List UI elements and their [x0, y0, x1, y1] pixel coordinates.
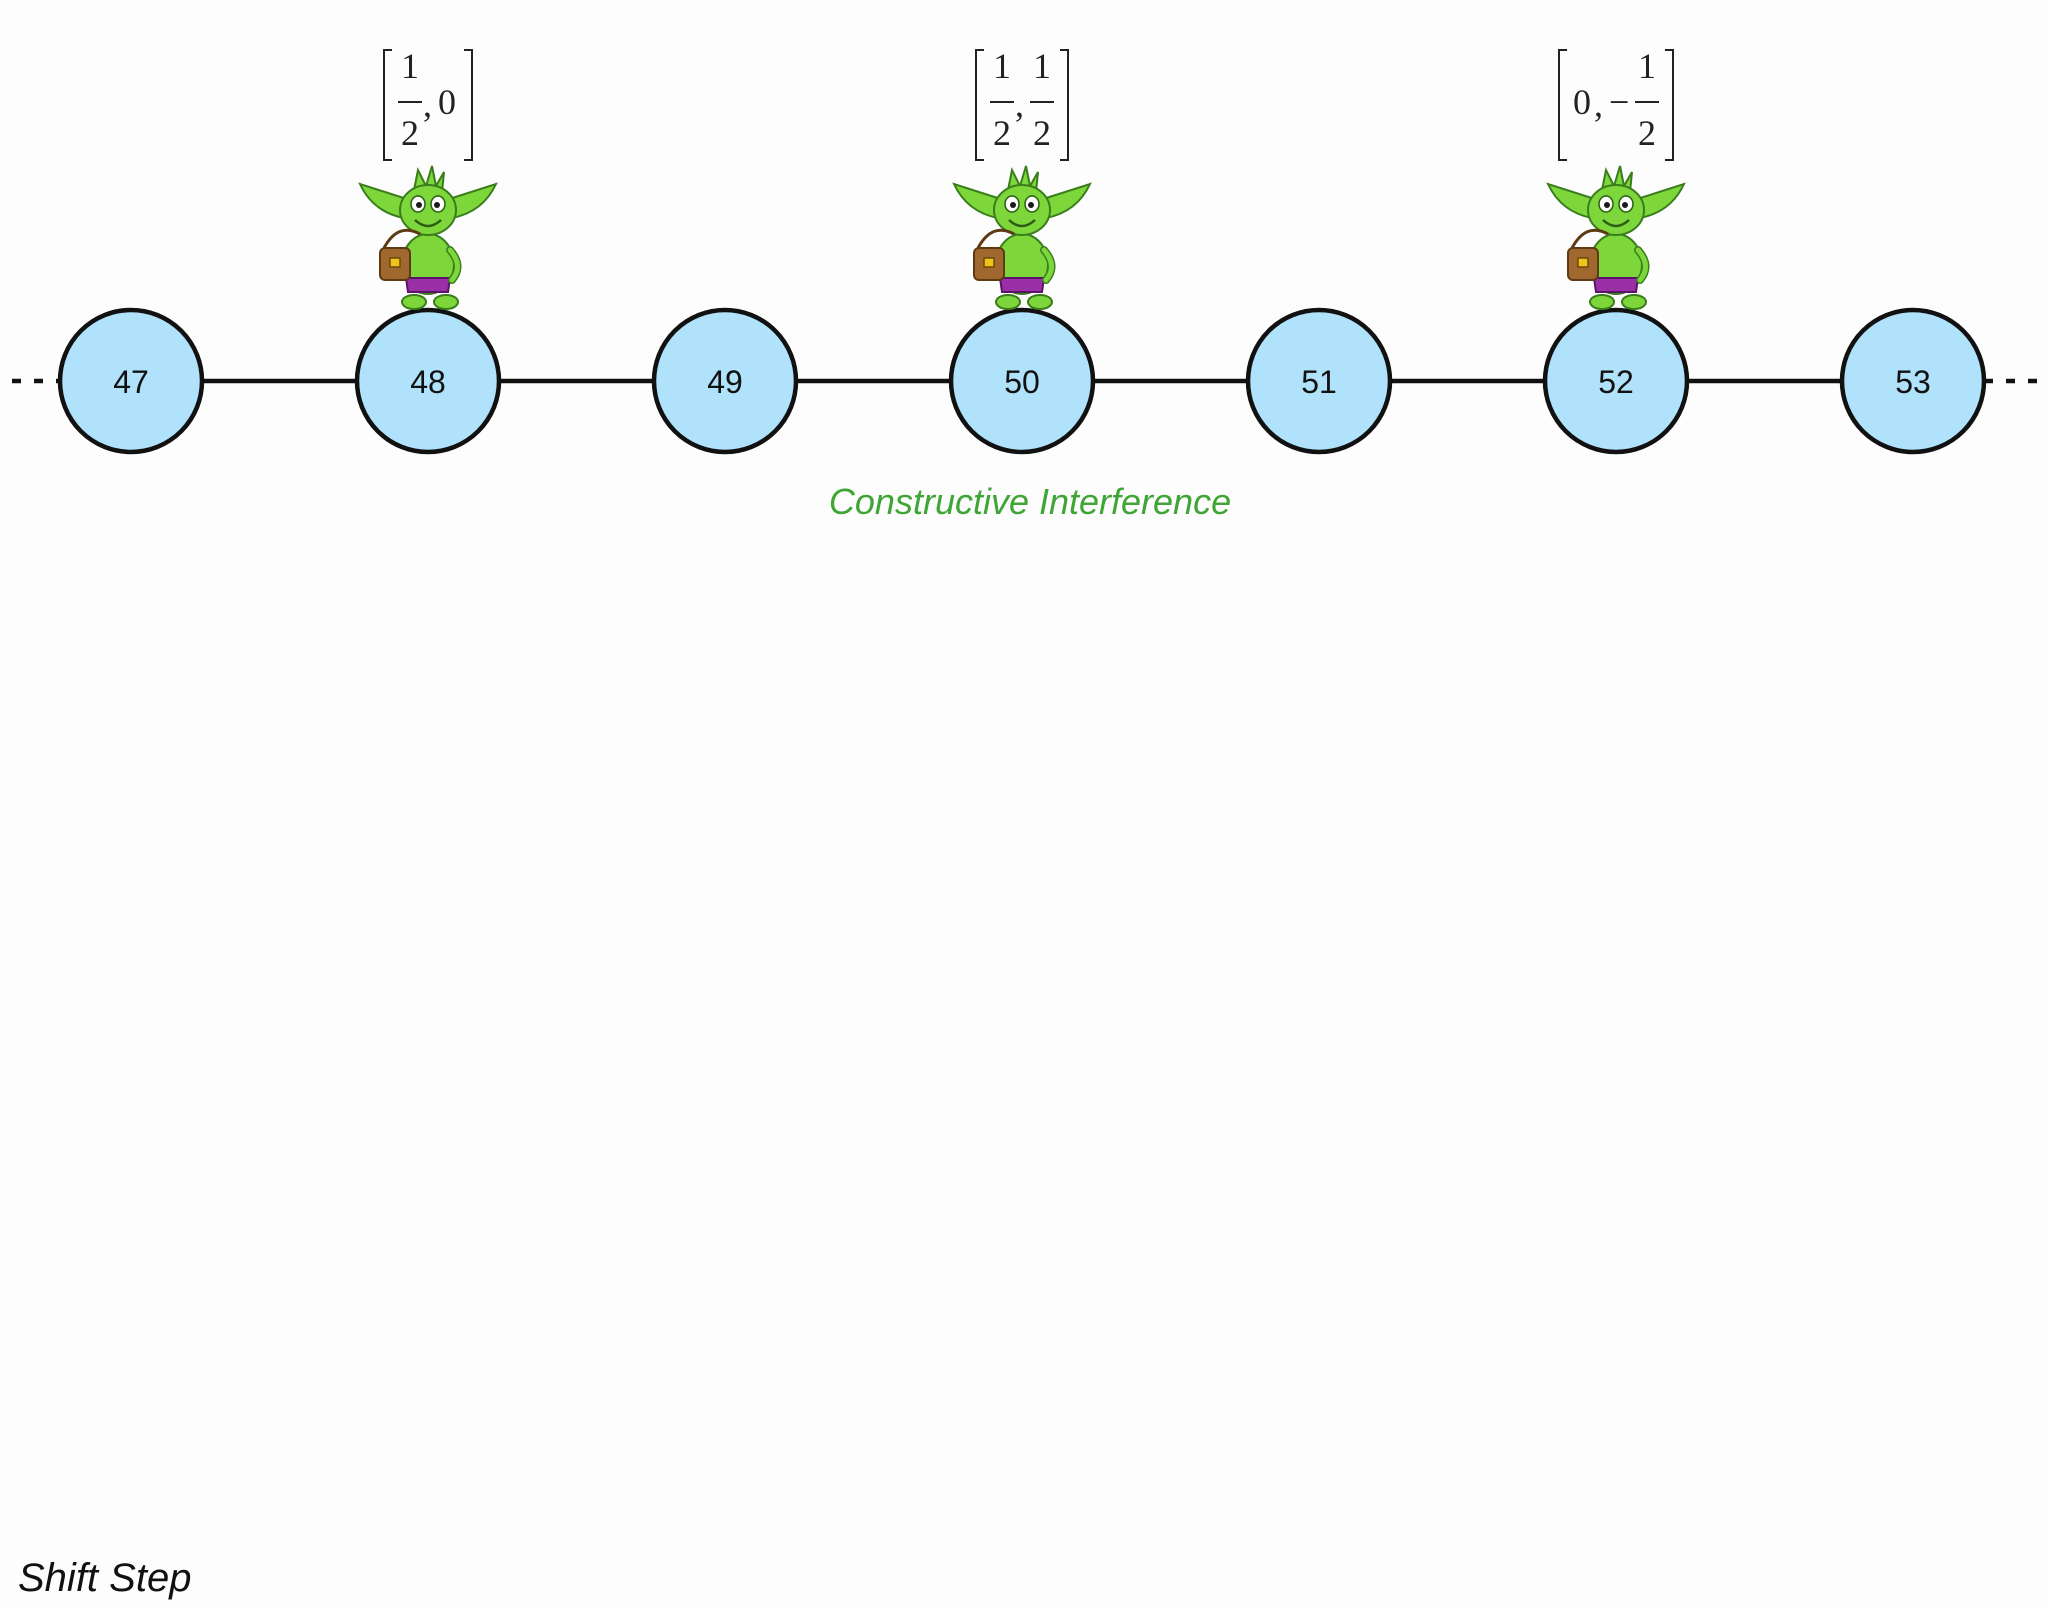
goblin-mascot-icon	[1548, 166, 1684, 309]
goblin-mascot-icon	[360, 166, 496, 309]
node-label: 51	[1301, 364, 1337, 400]
fraction-denominator: 2	[401, 113, 419, 153]
amplitude-label-50: 12,12	[975, 46, 1069, 161]
right-bracket	[1060, 49, 1069, 161]
node-49: 49	[651, 307, 799, 455]
walkers	[360, 166, 1684, 309]
fraction-denominator: 2	[1638, 113, 1656, 153]
left-bracket	[383, 49, 392, 161]
node-circle	[651, 307, 799, 455]
fraction-numerator: 1	[401, 46, 419, 86]
node-52: 52	[1542, 307, 1690, 455]
node-circle	[948, 307, 1096, 455]
minus-sign: −	[1609, 82, 1629, 122]
fraction-numerator: 1	[993, 46, 1011, 86]
node-label: 48	[410, 364, 446, 400]
comma: ,	[423, 84, 432, 124]
node-48: 48	[354, 307, 502, 455]
amplitude-value: 0	[438, 82, 456, 122]
comma: ,	[1594, 84, 1603, 124]
node-label: 50	[1004, 364, 1040, 400]
node-50: 50	[948, 307, 1096, 455]
node-circle	[1245, 307, 1393, 455]
fraction-numerator: 1	[1033, 46, 1051, 86]
fraction-denominator: 2	[993, 113, 1011, 153]
node-circle	[1542, 307, 1690, 455]
nodes: 47 48 49 50 51 52 53	[57, 307, 1987, 455]
node-label: 49	[707, 364, 743, 400]
node-circle	[354, 307, 502, 455]
right-bracket	[464, 49, 473, 161]
step-label: Shift Step	[18, 1556, 191, 1600]
amplitude-value: 0	[1573, 82, 1591, 122]
amplitude-labels: 12,012,120,−12	[383, 46, 1674, 161]
amplitude-label-52: 0,−1 2	[1558, 46, 1674, 161]
node-label: 52	[1598, 364, 1634, 400]
constructive-interference-caption: Constructive Interference	[829, 481, 1231, 522]
node-circle	[57, 307, 205, 455]
fraction-numerator: 1	[1638, 46, 1656, 86]
node-label: 47	[113, 364, 149, 400]
fraction-denominator: 2	[1033, 113, 1051, 153]
node-label: 53	[1895, 364, 1931, 400]
comma: ,	[1015, 84, 1024, 124]
node-51: 51	[1245, 307, 1393, 455]
node-47: 47	[57, 307, 205, 455]
goblin-mascot-icon	[954, 166, 1090, 309]
left-bracket	[1558, 49, 1567, 161]
amplitude-label-48: 12,0	[383, 46, 473, 161]
node-circle	[1839, 307, 1987, 455]
right-bracket	[1665, 49, 1674, 161]
left-bracket	[975, 49, 984, 161]
node-53: 53	[1839, 307, 1987, 455]
